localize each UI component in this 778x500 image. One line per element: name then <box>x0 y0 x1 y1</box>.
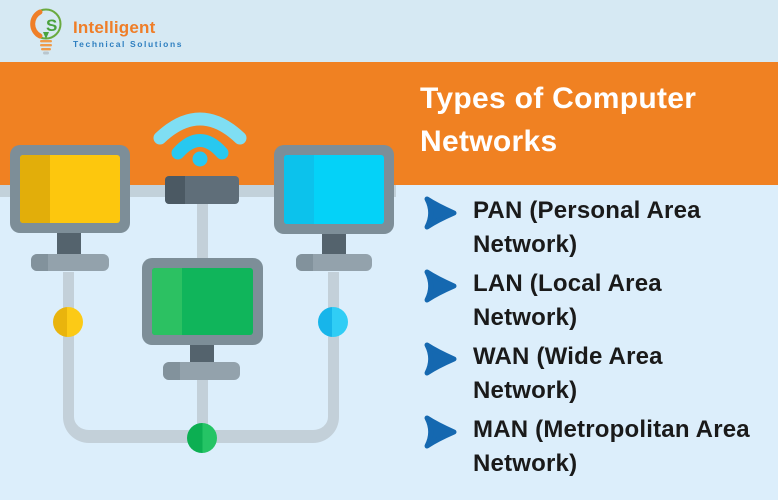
brand-text: Intelligent Technical Solutions <box>73 18 183 49</box>
cyan-monitor-base <box>296 254 372 271</box>
cyan-monitor-icon <box>274 145 394 234</box>
yellow-monitor-base <box>31 254 109 271</box>
cyan-monitor-stand <box>322 234 346 257</box>
router-icon <box>165 176 239 204</box>
list-item-label: MAN (Metropolitan Area Network) <box>473 416 750 477</box>
list-item-label: WAN (Wide Area Network) <box>473 343 663 404</box>
list-item-label: PAN (Personal Area Network) <box>473 197 701 258</box>
wifi-icon <box>152 96 248 173</box>
arrow-right-bullet-icon <box>422 195 460 262</box>
list-item-pan: PAN (Personal Area Network) <box>422 194 772 262</box>
top-strip <box>0 0 778 62</box>
page-title: Types of Computer Networks <box>420 82 697 158</box>
green-monitor-stand <box>190 345 214 365</box>
svg-text:S: S <box>46 16 57 35</box>
brand-subname: Technical Solutions <box>73 39 184 49</box>
green-monitor-icon <box>142 258 263 345</box>
green-monitor-base <box>163 362 240 380</box>
yellow-monitor-icon <box>10 145 130 233</box>
list-item-lan: LAN (Local Area Network) <box>422 267 772 335</box>
cable-router-to-monitor <box>197 196 208 266</box>
brand-logo: S Intelligent Technical Solutions <box>26 6 183 61</box>
lightbulb-logo-icon: S <box>26 6 66 61</box>
cable-monitor-to-junction <box>197 375 208 438</box>
cyan-node-dot <box>318 307 348 337</box>
yellow-node-dot <box>53 307 83 337</box>
list-item-man: MAN (Metropolitan Area Network) <box>422 413 772 481</box>
arrow-right-bullet-icon <box>422 268 460 335</box>
list-item-label: LAN (Local Area Network) <box>473 270 662 331</box>
list-item-wan: WAN (Wide Area Network) <box>422 340 772 408</box>
brand-name: Intelligent <box>73 18 156 37</box>
arrow-right-bullet-icon <box>422 414 460 481</box>
arrow-right-bullet-icon <box>422 341 460 408</box>
green-node-dot <box>187 423 217 453</box>
yellow-monitor-stand <box>57 233 81 257</box>
network-types-list: PAN (Personal Area Network) LAN (Local A… <box>422 194 772 486</box>
